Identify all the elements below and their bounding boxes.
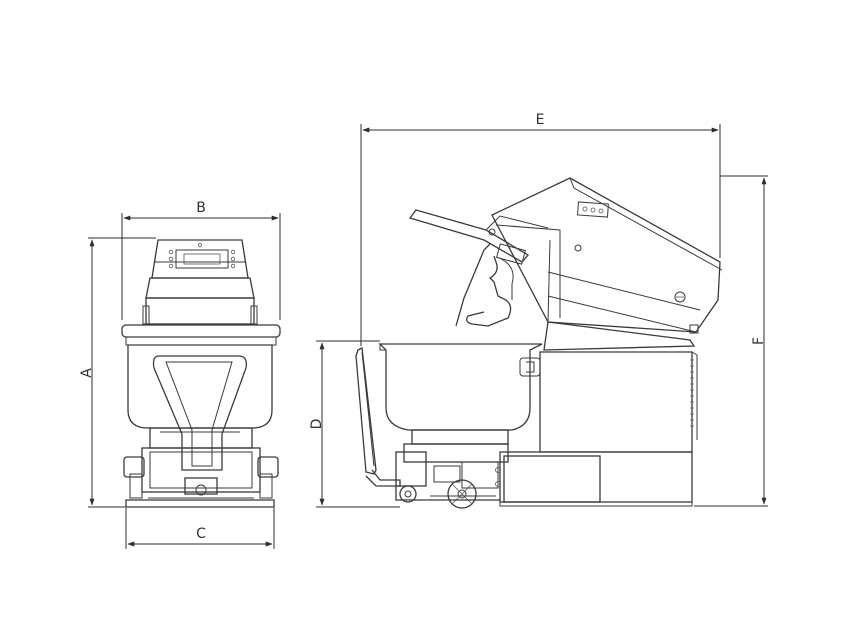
front-display-panel [175, 249, 229, 269]
dimension-label-b: B [196, 200, 206, 216]
front-bowl [127, 344, 273, 429]
side-view [355, 177, 723, 509]
front-view [121, 239, 281, 508]
dimension-label-c: C [196, 526, 206, 542]
front-handle [152, 355, 248, 471]
dimension-label-d: D [309, 419, 325, 430]
dimension-label-e: E [536, 112, 545, 128]
dimension-lines: A B C D E F [79, 112, 768, 549]
side-lid [408, 209, 529, 263]
side-head [491, 177, 721, 333]
dimension-label-f: F [751, 337, 767, 345]
side-bowl [378, 343, 543, 431]
dimension-label-a: A [79, 368, 95, 378]
